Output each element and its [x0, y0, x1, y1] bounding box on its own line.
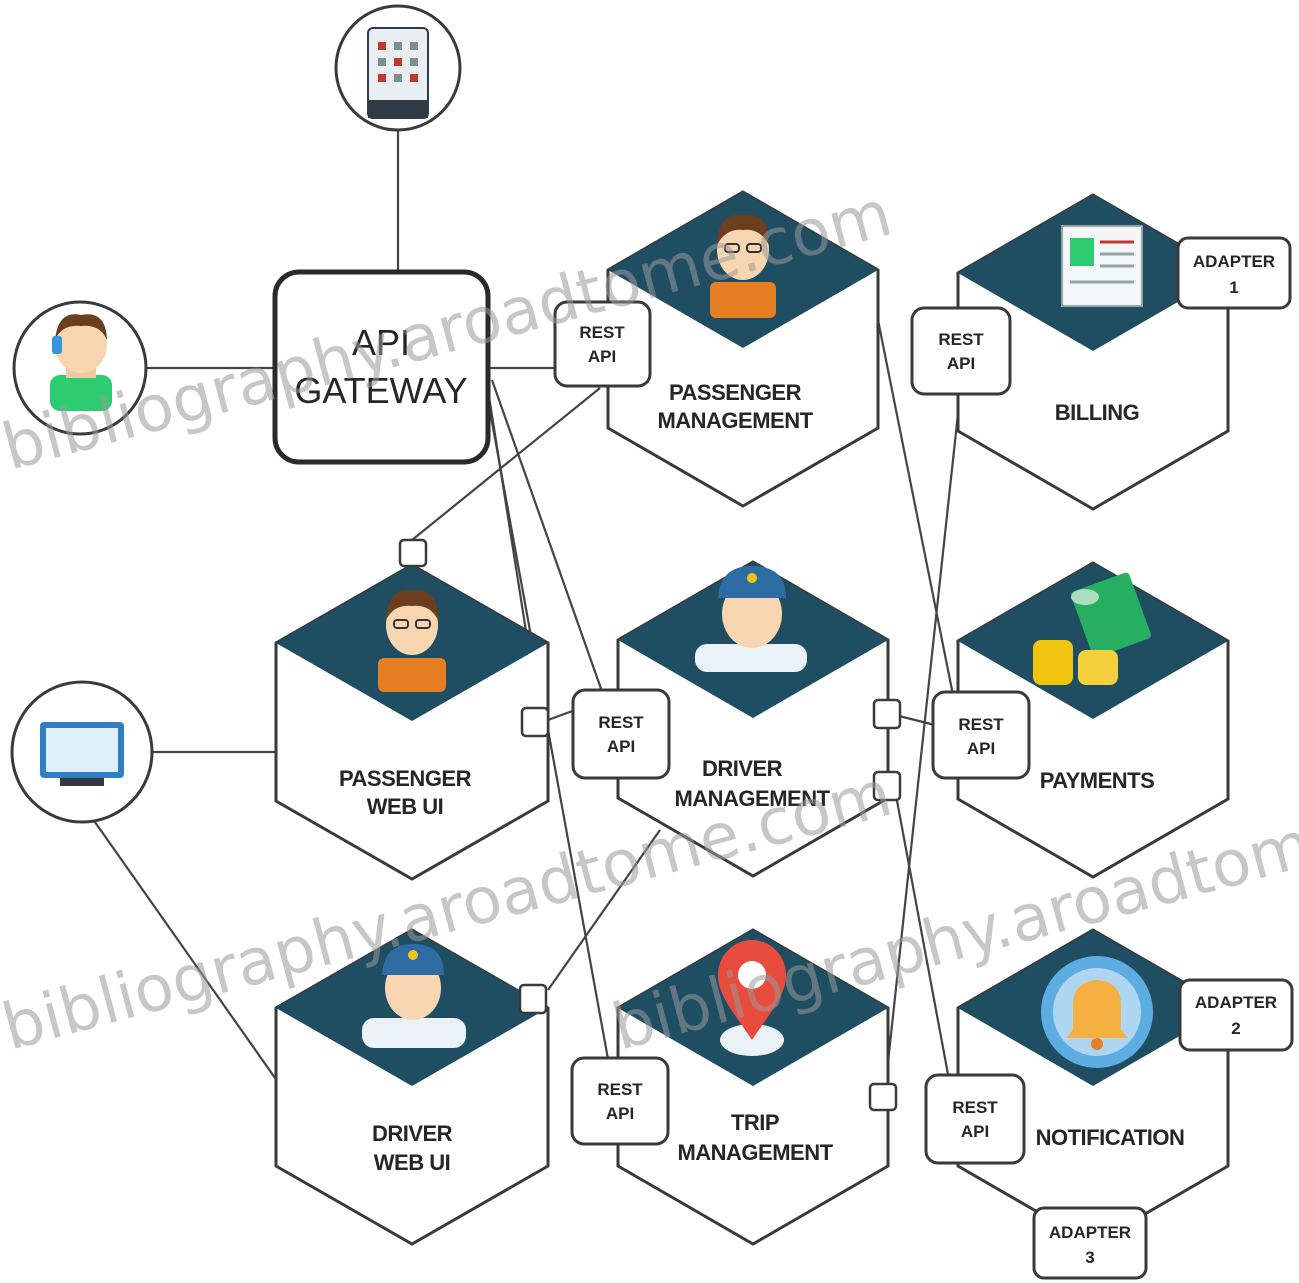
- conn-gateway-driver-mgmt-b: [490, 379, 607, 701]
- port-driver-web-right: [518, 983, 548, 1015]
- rest-label-2: API: [961, 1122, 989, 1141]
- rest-api-payments: REST API: [931, 690, 1031, 780]
- conn-billing-trip: [883, 394, 962, 1091]
- trip-mgmt-label-1: TRIP: [731, 1110, 779, 1135]
- passenger-mgmt-label-2: MANAGEMENT: [657, 408, 813, 433]
- port-driver-mgmt-right-a: [872, 698, 902, 730]
- service-notification: NOTIFICATION: [956, 928, 1230, 1246]
- rest-label-2: API: [947, 354, 975, 373]
- gateway-label-line2: GATEWAY: [294, 370, 467, 411]
- adapter-3-label-2: 3: [1085, 1248, 1094, 1267]
- money-icon: [1033, 572, 1151, 685]
- adapter-1-label-1: ADAPTER: [1193, 252, 1275, 271]
- notification-label: NOTIFICATION: [1036, 1125, 1185, 1150]
- passenger-client: [12, 300, 148, 436]
- driver-avatar-icon: [362, 944, 466, 1048]
- passenger-avatar-icon: [378, 589, 446, 692]
- passenger-web-label-1: PASSENGER: [339, 766, 472, 791]
- service-driver-management: DRIVER MANAGEMENT: [616, 560, 890, 878]
- conn-passenger-web-driver-mgmt: [547, 708, 576, 722]
- service-trip-management: TRIP MANAGEMENT: [616, 928, 890, 1246]
- rest-label-1: REST: [597, 1080, 643, 1099]
- api-gateway: API GATEWAY: [272, 269, 491, 465]
- rest-label-1: REST: [938, 330, 984, 349]
- rest-api-passenger-mgmt: REST API: [553, 300, 652, 388]
- rest-api-driver-mgmt: REST API: [571, 688, 671, 780]
- driver-mgmt-label-1: DRIVER: [702, 756, 783, 781]
- conn-desktop-driver-web: [89, 814, 281, 1086]
- service-passenger-web-ui: PASSENGER WEB UI: [274, 563, 550, 881]
- driver-web-label-1: DRIVER: [372, 1121, 453, 1146]
- port-driver-mgmt-right-b: [872, 770, 902, 802]
- rest-label-2: API: [607, 737, 635, 756]
- driver-avatar-icon: [695, 566, 807, 672]
- port-passenger-web-right: [520, 706, 550, 738]
- driver-mgmt-label-2: MANAGEMENT: [674, 786, 830, 811]
- adapter-2-label-2: 2: [1231, 1019, 1240, 1038]
- rest-label-1: REST: [579, 323, 625, 342]
- conn-driver-mgmt-payments: [894, 713, 936, 727]
- service-billing: BILLING: [956, 193, 1230, 511]
- payments-label: PAYMENTS: [1040, 768, 1155, 793]
- rest-label-2: API: [588, 347, 616, 366]
- driver-web-label-2: WEB UI: [374, 1150, 450, 1175]
- adapter-2-label-1: ADAPTER: [1195, 993, 1277, 1012]
- adapter-1: ADAPTER 1: [1176, 236, 1292, 310]
- passenger-avatar-icon: [710, 214, 776, 318]
- mobile-client: [334, 4, 462, 132]
- service-driver-web-ui: DRIVER WEB UI: [274, 928, 550, 1246]
- adapter-2: ADAPTER 2: [1178, 978, 1294, 1052]
- conn-driver-web-driver-mgmt: [547, 829, 661, 991]
- rest-api-notification: REST API: [924, 1073, 1026, 1165]
- conn-driver-mgmt-notification: [893, 789, 952, 1086]
- mobile-app-icon: [367, 27, 429, 119]
- trip-mgmt-label-2: MANAGEMENT: [677, 1140, 833, 1165]
- rest-label-1: REST: [952, 1098, 998, 1117]
- desktop-client: [10, 680, 154, 824]
- service-passenger-management: PASSENGER MANAGEMENT: [606, 190, 880, 508]
- conn-passenger-web-passenger-mgmt: [411, 387, 601, 541]
- gateway-label-line1: API: [352, 322, 410, 363]
- rest-label-2: API: [606, 1104, 634, 1123]
- rest-api-billing: REST API: [910, 306, 1012, 396]
- bell-icon: [1041, 956, 1153, 1068]
- billing-label: BILLING: [1055, 400, 1140, 425]
- port-trip-right: [868, 1082, 898, 1112]
- port-passenger-web-top: [398, 538, 428, 568]
- rest-label-2: API: [967, 739, 995, 758]
- bill-icon: [1061, 225, 1143, 307]
- rest-label-1: REST: [958, 715, 1004, 734]
- ports: [398, 538, 902, 1112]
- service-payments: PAYMENTS: [956, 561, 1230, 879]
- adapter-3-label-1: ADAPTER: [1049, 1223, 1131, 1242]
- map-pin-icon: [718, 940, 786, 1056]
- passenger-mgmt-label-1: PASSENGER: [669, 380, 802, 405]
- adapter-3: ADAPTER 3: [1032, 1206, 1148, 1280]
- adapter-1-label-2: 1: [1229, 278, 1238, 297]
- rest-api-trip: REST API: [570, 1056, 670, 1146]
- desktop-monitor-icon: [40, 722, 124, 786]
- passenger-user-icon: [50, 314, 112, 411]
- passenger-web-label-2: WEB UI: [367, 794, 443, 819]
- rest-label-1: REST: [598, 713, 644, 732]
- conn-passenger-mgmt-payments: [873, 304, 957, 706]
